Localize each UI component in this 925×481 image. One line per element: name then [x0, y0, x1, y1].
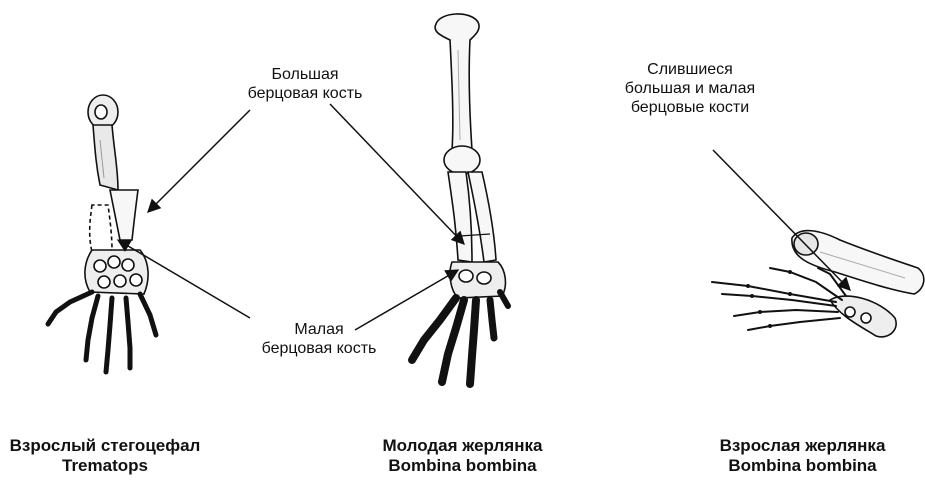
- caption-young-bombina: Молодая жерлянка Bombina bombina: [350, 436, 575, 476]
- adult-bombina-limb-illustration: [712, 231, 924, 337]
- trematops-limb-illustration: [48, 95, 156, 372]
- caption-adult-bombina-line2: Bombina bombina: [690, 456, 915, 476]
- caption-adult-bombina: Взрослая жерлянка Bombina bombina: [690, 436, 915, 476]
- caption-trematops-line2: Trematops: [0, 456, 210, 476]
- fused-label-line1: Слившиеся: [600, 60, 780, 79]
- fused-label-line3: берцовые кости: [600, 98, 780, 117]
- caption-trematops-line1: Взрослый стегоцефал: [0, 436, 210, 456]
- fused-label-line2: большая и малая: [600, 79, 780, 98]
- fibula-label-line2: берцовая кость: [244, 339, 394, 358]
- fibula-label: Малая берцовая кость: [244, 320, 394, 358]
- caption-young-bombina-line2: Bombina bombina: [350, 456, 575, 476]
- caption-young-bombina-line1: Молодая жерлянка: [350, 436, 575, 456]
- tibia-label-line1: Большая: [230, 65, 380, 84]
- fused-bones-label: Слившиеся большая и малая берцовые кости: [600, 60, 780, 117]
- caption-trematops: Взрослый стегоцефал Trematops: [0, 436, 210, 476]
- tibia-label: Большая берцовая кость: [230, 65, 380, 103]
- fibula-label-line1: Малая: [244, 320, 394, 339]
- tibia-label-line2: берцовая кость: [230, 84, 380, 103]
- young-bombina-limb-illustration: [412, 14, 508, 384]
- caption-adult-bombina-line1: Взрослая жерлянка: [690, 436, 915, 456]
